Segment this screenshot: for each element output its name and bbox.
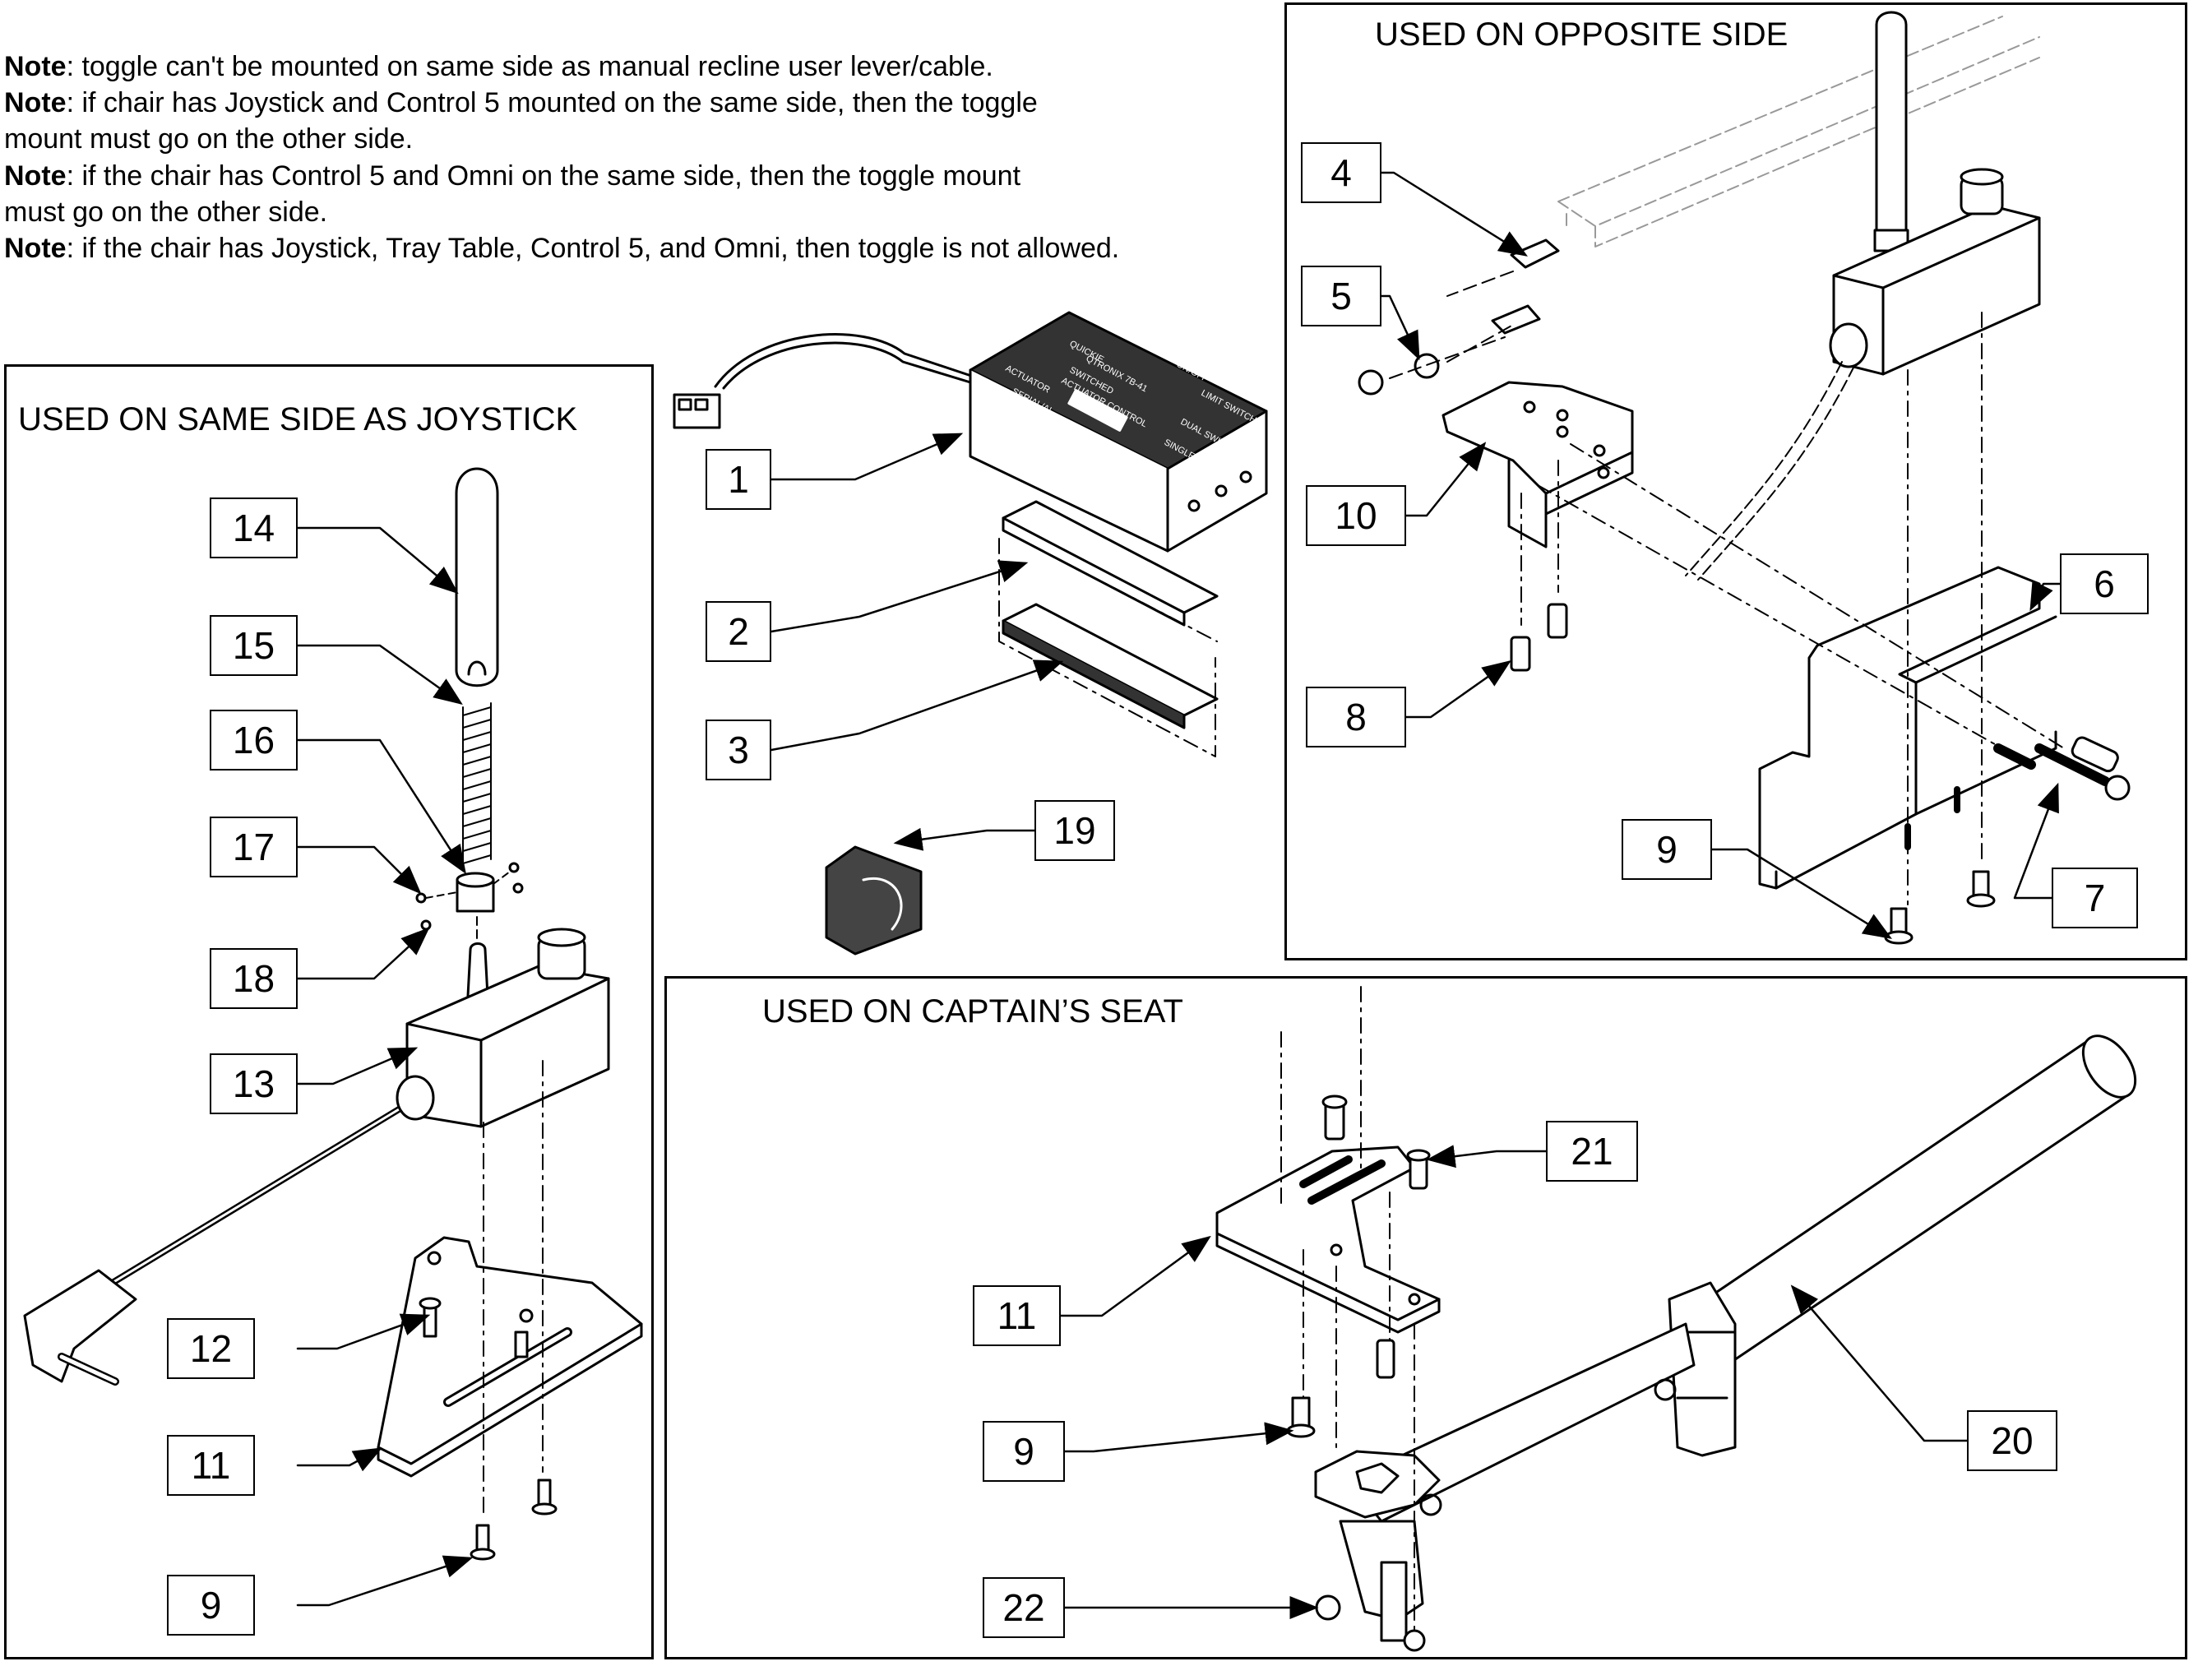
leader-lines (296, 171, 2062, 1619)
callout-9-joystick: 9 (167, 1575, 255, 1636)
cable-clip (825, 845, 923, 956)
callout-4: 4 (1301, 142, 1381, 203)
callout-19: 19 (1034, 800, 1115, 861)
panel-title-joystick: USED ON SAME SIDE AS JOYSTICK (18, 401, 578, 437)
note-line-3: mount must go on the other side. (4, 123, 414, 155)
toggle-assembly-joystick (23, 467, 643, 1561)
callout-6: 6 (2060, 553, 2149, 614)
panel-title-opposite: USED ON OPPOSITE SIDE (1375, 16, 1789, 53)
callout-9-captain: 9 (983, 1421, 1065, 1482)
control-module (673, 311, 1268, 553)
note-line-6: Note: if the chair has Joystick, Tray Ta… (4, 233, 1120, 264)
callout-11-joystick: 11 (167, 1435, 255, 1496)
mounting-pads (998, 500, 1219, 757)
callout-16: 16 (210, 710, 298, 771)
note-line-2: Note: if chair has Joystick and Control … (4, 87, 1038, 118)
callout-1: 1 (706, 449, 771, 510)
callout-2: 2 (706, 601, 771, 662)
callout-7: 7 (2052, 868, 2138, 928)
panel-same-side-joystick (4, 364, 654, 1659)
toggle-assembly-opposite (1358, 11, 2131, 945)
callout-8: 8 (1306, 687, 1406, 747)
callout-11-captain: 11 (973, 1285, 1061, 1346)
callout-17: 17 (210, 817, 298, 877)
callout-22: 22 (983, 1577, 1065, 1638)
panel-opposite-side (1284, 2, 2187, 960)
callout-20: 20 (1967, 1410, 2057, 1471)
note-line-4: Note: if the chair has Control 5 and Omn… (4, 160, 1021, 192)
callout-21: 21 (1546, 1121, 1638, 1182)
note-line-1: Note: toggle can't be mounted on same si… (4, 51, 993, 82)
callout-14: 14 (210, 497, 298, 558)
panel-title-captain: USED ON CAPTAIN’S SEAT (762, 993, 1183, 1030)
callout-13: 13 (210, 1053, 298, 1114)
callout-3: 3 (706, 720, 771, 780)
callout-10: 10 (1306, 485, 1406, 546)
callout-5: 5 (1301, 266, 1381, 326)
callout-12: 12 (167, 1318, 255, 1379)
panel-captains-seat (664, 976, 2187, 1659)
callout-15: 15 (210, 615, 298, 676)
note-line-5: must go on the other side. (4, 197, 328, 228)
callout-9-opposite: 9 (1622, 819, 1712, 880)
captains-seat-assembly (1215, 986, 2137, 1652)
callout-18: 18 (210, 948, 298, 1009)
